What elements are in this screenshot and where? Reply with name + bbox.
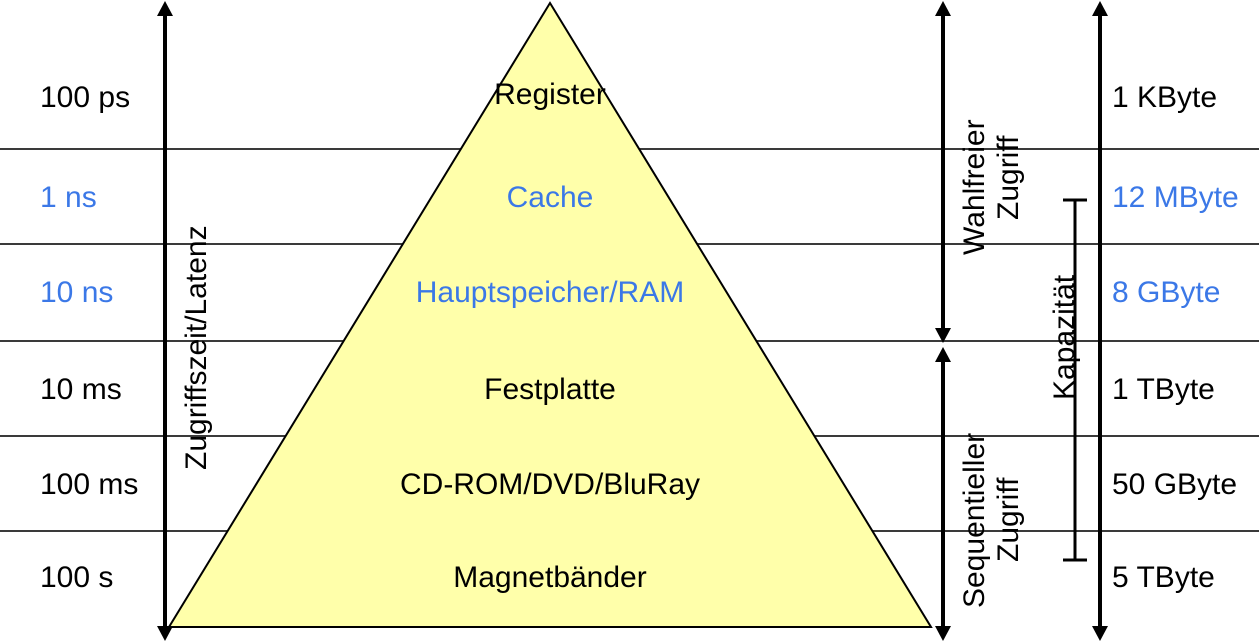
tier-label-tape: Magnetbänder	[453, 561, 647, 594]
sequential-access-label-line2: Zugriff	[992, 477, 1025, 562]
latency-value-1: 1 ns	[40, 181, 97, 214]
capacity-value-1: 12 MByte	[1112, 181, 1239, 214]
tier-label-festplatte: Festplatte	[484, 373, 616, 406]
tier-label-cache: Cache	[506, 181, 594, 214]
capacity-value-0: 1 KByte	[1112, 81, 1218, 114]
capacity-axis-label: Kapazität	[1048, 274, 1081, 400]
capacity-value-4: 50 GByte	[1112, 468, 1238, 501]
capacity-label-bracket	[1063, 198, 1087, 562]
latency-value-2: 10 ns	[40, 276, 114, 309]
tier-label-optical: CD-ROM/DVD/BluRay	[399, 468, 701, 501]
capacity-value-5: 5 TByte	[1112, 561, 1215, 594]
random-access-label-line2: Zugriff	[992, 135, 1025, 220]
latency-axis-label: Zugriffszeit/Latenz	[180, 225, 213, 470]
latency-value-4: 100 ms	[40, 468, 139, 501]
latency-value-0: 100 ps	[40, 81, 131, 114]
capacity-value-2: 8 GByte	[1112, 276, 1221, 309]
sequential-access-label-line1: Sequentieller	[958, 432, 991, 608]
latency-value-3: 10 ms	[40, 373, 122, 406]
random-access-label-line1: Wahlfreier	[958, 119, 991, 255]
capacity-value-3: 1 TByte	[1112, 373, 1215, 406]
capacity-axis-arrow	[1092, 1, 1108, 641]
random-access-axis-arrow	[935, 1, 951, 343]
latency-axis-arrow	[157, 1, 173, 641]
tier-label-register: Register	[494, 78, 606, 111]
pyramid-shape	[167, 1, 933, 628]
latency-value-5: 100 s	[40, 561, 114, 594]
sequential-access-axis-arrow	[935, 347, 951, 641]
tier-label-ram: Hauptspeicher/RAM	[415, 276, 685, 309]
